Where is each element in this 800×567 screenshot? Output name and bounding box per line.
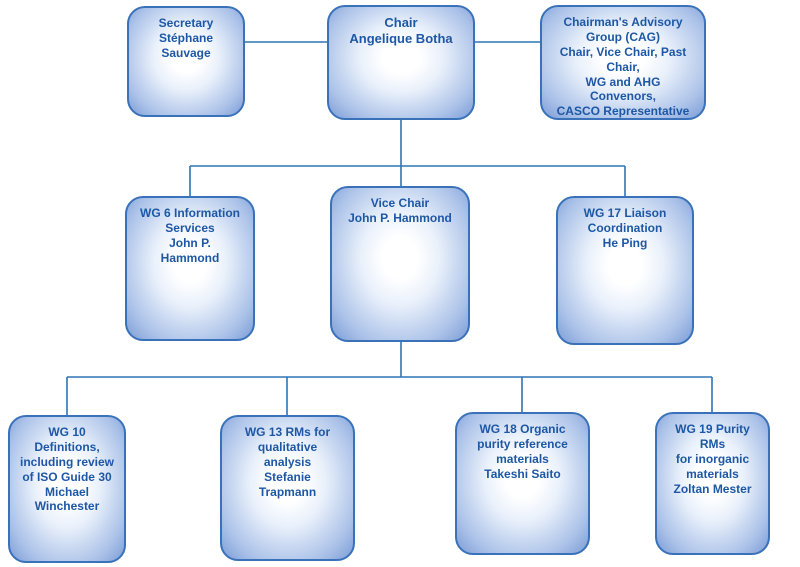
org-node-advisory-group: Chairman's Advisory Group (CAG) Chair, V… bbox=[540, 5, 706, 120]
org-node-secretary-label: Secretary Stéphane Sauvage bbox=[158, 16, 214, 60]
org-node-wg6-label: WG 6 Information Services John P. Hammon… bbox=[140, 206, 240, 265]
org-node-wg17-label: WG 17 Liaison Coordination He Ping bbox=[583, 206, 667, 250]
org-node-advisory-group-label: Chairman's Advisory Group (CAG) Chair, V… bbox=[556, 15, 690, 119]
org-node-wg18-label: WG 18 Organic purity reference materials… bbox=[477, 422, 568, 481]
org-node-wg6: WG 6 Information Services John P. Hammon… bbox=[125, 196, 255, 341]
org-node-wg19: WG 19 Purity RMs for inorganic materials… bbox=[655, 412, 770, 555]
org-node-chair: Chair Angelique Botha bbox=[327, 5, 475, 120]
org-node-secretary: Secretary Stéphane Sauvage bbox=[127, 6, 245, 117]
org-node-vice-chair-label: Vice Chair John P. Hammond bbox=[348, 196, 452, 225]
org-node-wg10-label: WG 10 Definitions, including review of I… bbox=[19, 425, 115, 514]
org-node-wg18: WG 18 Organic purity reference materials… bbox=[455, 412, 590, 555]
org-node-wg13: WG 13 RMs for qualitative analysis Stefa… bbox=[220, 415, 355, 561]
org-node-wg13-label: WG 13 RMs for qualitative analysis Stefa… bbox=[244, 425, 331, 499]
org-node-vice-chair: Vice Chair John P. Hammond bbox=[330, 186, 470, 342]
org-node-wg17: WG 17 Liaison Coordination He Ping bbox=[556, 196, 694, 345]
org-node-wg10: WG 10 Definitions, including review of I… bbox=[8, 415, 126, 563]
org-node-wg19-label: WG 19 Purity RMs for inorganic materials… bbox=[673, 422, 752, 496]
org-node-chair-label: Chair Angelique Botha bbox=[349, 15, 453, 47]
